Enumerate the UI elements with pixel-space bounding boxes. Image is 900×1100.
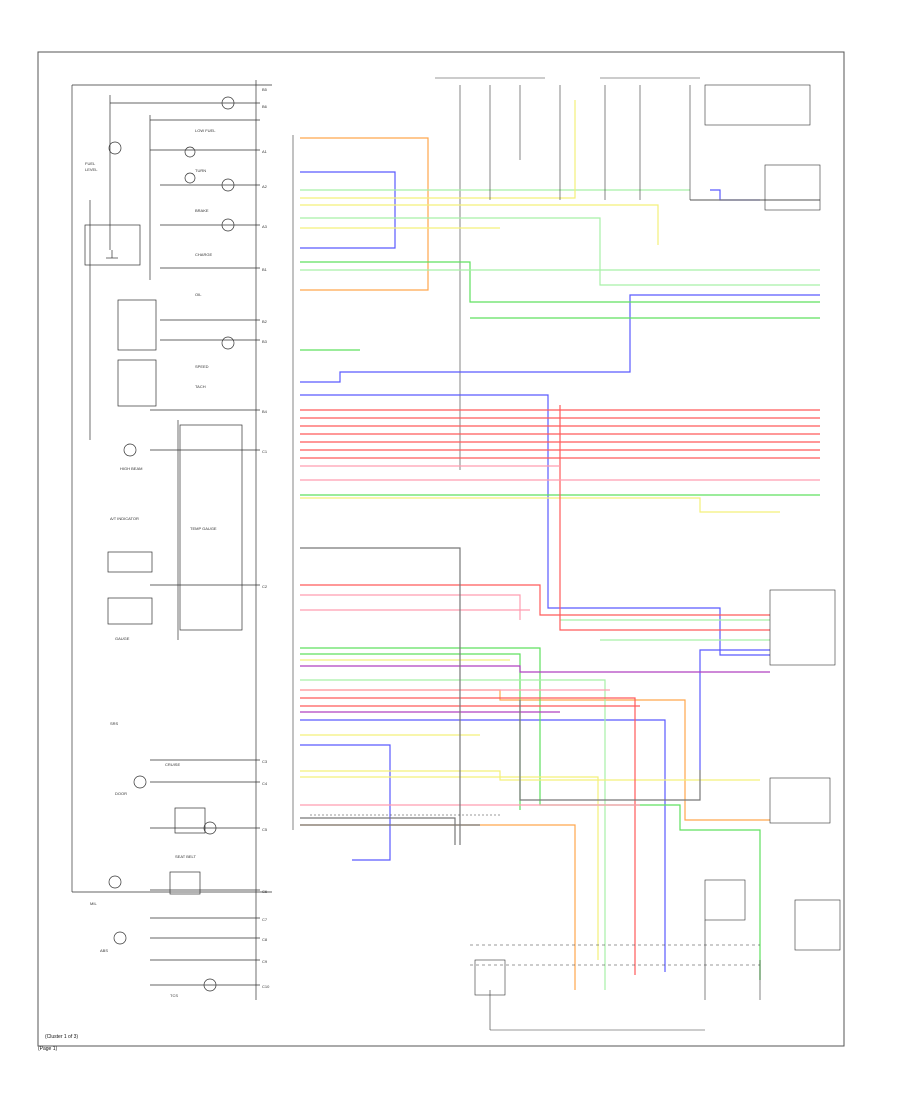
cluster-panel: [71, 80, 272, 1000]
svg-text:C3: C3: [262, 759, 268, 764]
wire-gray-1: [300, 547, 461, 845]
wire-blue-3: [300, 394, 770, 656]
footer-left-label: (Cluster 1 of 3): [45, 1034, 78, 1040]
svg-text:LOW FUEL: LOW FUEL: [195, 128, 216, 133]
svg-text:C10: C10: [262, 984, 270, 989]
cluster-text-labels: FUEL LEVEL LOW FUEL TURN BRAKE CHARGE OI…: [85, 87, 270, 998]
svg-text:CRUISE: CRUISE: [165, 762, 180, 767]
wire-lgreen-5: [300, 679, 606, 990]
wire-green-5: [300, 647, 761, 980]
svg-text:DOOR: DOOR: [115, 791, 127, 796]
wire-blue-4: [300, 744, 391, 861]
wire-orange-2: [300, 824, 576, 990]
svg-text:A1: A1: [262, 149, 268, 154]
svg-text:C4: C4: [262, 781, 268, 786]
svg-text:A3: A3: [262, 224, 268, 229]
svg-text:SRS: SRS: [110, 721, 119, 726]
svg-text:OIL: OIL: [195, 292, 202, 297]
svg-text:B5: B5: [262, 87, 268, 92]
wire-green-6: [300, 653, 521, 810]
wire-yellow-2: [300, 204, 659, 245]
svg-text:ABS: ABS: [100, 948, 108, 953]
svg-text:HIGH BEAM: HIGH BEAM: [120, 466, 142, 471]
svg-text:C2: C2: [262, 584, 268, 589]
svg-text:FUEL: FUEL: [85, 161, 96, 166]
svg-text:MIL: MIL: [90, 901, 97, 906]
wire-blue-7: [699, 649, 770, 770]
svg-text:A2: A2: [262, 184, 268, 189]
bottom-connector: [310, 814, 760, 966]
svg-text:C9: C9: [262, 959, 268, 964]
footer-corner-label: (Page 1): [38, 1046, 58, 1052]
svg-text:TACH: TACH: [195, 384, 206, 389]
svg-text:C7: C7: [262, 917, 268, 922]
wire-green-1: [300, 261, 820, 303]
svg-text:LEVEL: LEVEL: [85, 167, 98, 172]
svg-text:TEMP GAUGE: TEMP GAUGE: [190, 526, 217, 531]
svg-text:SPEED: SPEED: [195, 364, 209, 369]
wire-lgreen-2: [300, 217, 820, 286]
svg-text:B3: B3: [262, 339, 268, 344]
wire-red-8: [300, 584, 770, 616]
wire-blue-6: [710, 189, 760, 201]
svg-text:TURN: TURN: [195, 168, 206, 173]
wire-pink-3: [300, 594, 521, 620]
svg-text:C1: C1: [262, 449, 268, 454]
wire-gray-5: [519, 700, 701, 801]
diagram-border: [37, 51, 845, 1047]
svg-text:C5: C5: [262, 827, 268, 832]
svg-text:SEAT BELT: SEAT BELT: [175, 854, 196, 859]
wire-yellow-7: [300, 776, 599, 960]
wire-gray-2: [300, 817, 456, 845]
wire-red-9: [300, 697, 636, 975]
svg-text:C6: C6: [262, 889, 268, 894]
svg-text:B1: B1: [262, 267, 268, 272]
wire-blue-1: [300, 171, 396, 249]
svg-text:CHARGE: CHARGE: [195, 252, 212, 257]
svg-text:TCS: TCS: [170, 993, 178, 998]
svg-text:B2: B2: [262, 319, 268, 324]
wire-orange: [300, 137, 429, 291]
wire-yellow-1: [300, 100, 576, 199]
wire-purple-1: [300, 665, 770, 673]
wire-yellow-4: [300, 497, 780, 513]
top-modules: [435, 77, 841, 1031]
svg-text:GAUGE: GAUGE: [115, 636, 130, 641]
wire-yellow-6: [300, 770, 760, 781]
wire-blue-2: [300, 294, 820, 383]
svg-text:A/T INDICATOR: A/T INDICATOR: [110, 516, 139, 521]
svg-text:C8: C8: [262, 937, 268, 942]
svg-text:B4: B4: [262, 409, 268, 414]
svg-text:B6: B6: [262, 104, 268, 109]
wires: [300, 100, 820, 990]
wire-red-11: [559, 405, 770, 631]
svg-text:BRAKE: BRAKE: [195, 208, 209, 213]
wire-blue-5: [300, 719, 666, 972]
